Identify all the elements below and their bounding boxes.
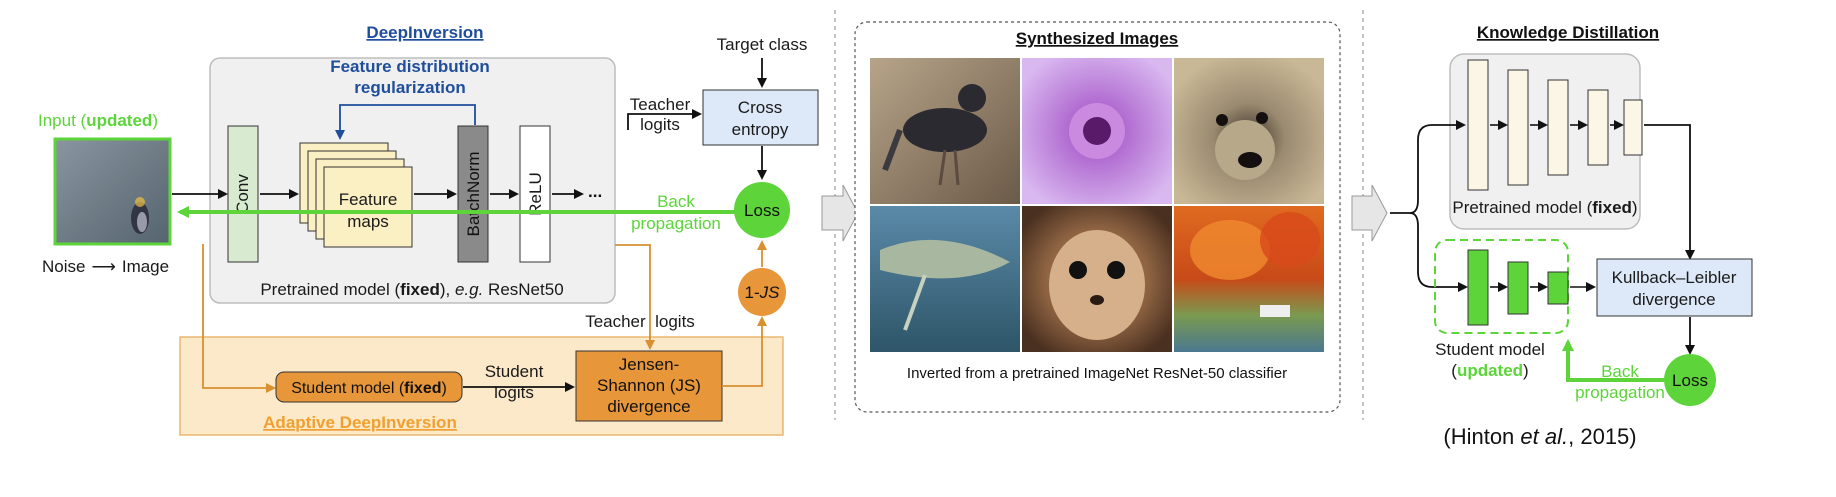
kd-backprop-line2: propagation [1575,383,1665,402]
fdr-label-line2: regularization [354,78,465,97]
fish-fin [903,274,927,331]
dog-nose [1238,152,1262,168]
dog-eye-left [1216,114,1228,126]
bird-legs [938,149,960,186]
cross-entropy-line1: Cross [738,98,782,117]
feature-maps-line1: Feature [339,190,398,209]
cross-entropy-box [702,89,819,146]
js-divergence-line1: Jensen- [619,355,679,374]
student-model-box-fixed [275,371,463,403]
input-noise-image[interactable] [53,137,172,246]
js-divergence-line2: Shannon (JS) [597,376,701,395]
kd-teacher-layer-1 [1467,59,1489,191]
big-arrow-left [821,184,859,242]
loss-label: Loss [744,201,780,220]
kd-teacher-caption: Pretrained model (fixed) [1452,198,1637,217]
kd-student-layer-1 [1467,249,1489,326]
penguin-belly [137,212,147,232]
noise-to-image-label: Noise⟶Image [42,257,169,276]
kd-student-layer-3 [1547,271,1569,305]
autumn-tree-left [1190,220,1270,280]
feature-maps-line2: maps [347,212,389,231]
js-divergence-line3: divergence [607,397,690,416]
kd-loss-label: Loss [1672,371,1708,390]
dog-eye-right [1256,112,1268,124]
synthesized-caption: Inverted from a pretrained ImageNet ResN… [907,365,1287,382]
squirrel-face [1049,230,1145,340]
js-to-onemjs-arrow [722,316,767,387]
hinton-citation: (Hinton et al., 2015) [1443,424,1636,449]
kd-teacher-layer-4 [1587,89,1609,166]
relu-layer [519,125,551,263]
kd-teacher-to-kl-arrow [1644,124,1695,260]
relu-label: ReLU [526,172,545,215]
squirrel-eye-left [1069,261,1087,279]
fdr-label-line1: Feature distribution [330,57,490,76]
big-arrow-right [1351,184,1388,242]
backprop-label-line1: Back [657,192,695,211]
backprop-label-line2: propagation [631,214,721,233]
teacher-logits-flat-label: Teacher logits [585,312,695,331]
feature-map-layer-4 [323,166,413,248]
loss-circle [734,182,790,238]
kl-divergence-box [1596,258,1753,317]
teacher-to-js-arrow [615,244,655,350]
kd-student-caption-line1: Student model [1435,340,1545,359]
autumn-boat [1260,305,1290,317]
penguin-head-mark [135,197,145,207]
regularization-arrow [335,104,476,140]
one-minus-js-label: 1-JS [745,283,781,302]
kd-title: Knowledge Distillation [1477,23,1659,42]
autumn-tree-right [1260,212,1320,268]
flower-center [1083,117,1111,145]
conv-label: Conv [233,174,252,214]
adaptive-deepinversion-title: Adaptive DeepInversion [263,413,457,432]
kd-teacher-layer-3 [1547,79,1569,176]
target-class-label: Target class [717,35,808,54]
kd-teacher-layer-5 [1623,99,1643,156]
one-minus-js-circle [738,268,786,316]
deepinversion-title: DeepInversion [366,23,483,42]
bird-body [903,108,987,152]
kd-loss-circle [1664,354,1716,406]
batchnorm-layer [457,125,489,263]
kd-split-top-arrow [1390,120,1466,214]
teacher-to-ce-arrow [627,109,702,130]
kd-student-layer-2 [1507,261,1529,315]
bird-head [958,84,986,112]
kd-split-bottom-arrow [1409,212,1468,292]
student-model-fixed-label: Student model (fixed) [291,380,447,397]
student-logits-line2: logits [494,383,534,402]
input-label: Input (updated) [38,111,158,130]
fish-body [880,239,1010,279]
more-layers-ellipsis: ... [588,182,602,201]
js-divergence-box [575,350,723,422]
kd-student-caption-line2: (updated) [1451,361,1528,380]
synthesized-grid [870,58,1324,352]
kd-backprop-line1: Back [1601,362,1639,381]
teacher-logits-label-line1: Teacher [630,95,691,114]
kd-backprop-arrow [1562,339,1664,382]
fish-image[interactable] [870,206,1020,352]
kl-divergence-line2: divergence [1632,290,1715,309]
cross-entropy-line2: entropy [732,120,789,139]
bird-tail [882,128,903,172]
conv-layer [227,125,259,263]
synthesized-title: Synthesized Images [1016,29,1179,48]
dog-snout [1215,120,1275,180]
teacher-logits-label-line2: logits [640,115,680,134]
image-to-student-arrow [202,244,276,393]
batchnorm-label: BatchNorm [464,151,483,236]
squirrel-eye-right [1107,261,1125,279]
kd-teacher-layer-2 [1507,69,1529,186]
kl-divergence-line1: Kullback–Leibler [1612,268,1737,287]
pretrained-model-caption: Pretrained model (fixed), e.g. ResNet50 [260,280,563,299]
squirrel-nose [1090,295,1104,305]
student-logits-line1: Student [485,362,544,381]
